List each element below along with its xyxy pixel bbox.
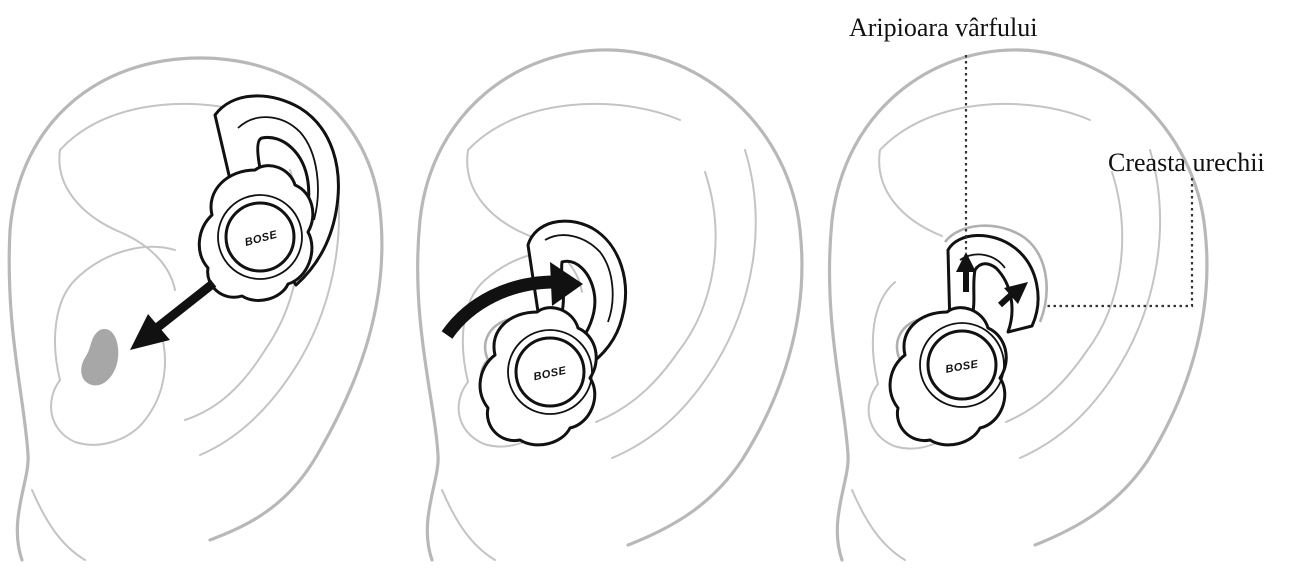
insert-arrow-icon bbox=[130, 286, 210, 350]
label-ear-ridge: Creasta urechii bbox=[1108, 150, 1265, 176]
ear-canal bbox=[81, 329, 118, 385]
panel-rotate: BOSE bbox=[418, 50, 802, 560]
panel-insert: BOSE bbox=[9, 58, 382, 560]
label-tip-wing: Aripioara vârfului bbox=[849, 15, 1037, 41]
earbud-icon: BOSE bbox=[480, 221, 625, 445]
panel-fit: BOSE bbox=[829, 50, 1206, 560]
earbud-icon: BOSE bbox=[199, 96, 338, 301]
